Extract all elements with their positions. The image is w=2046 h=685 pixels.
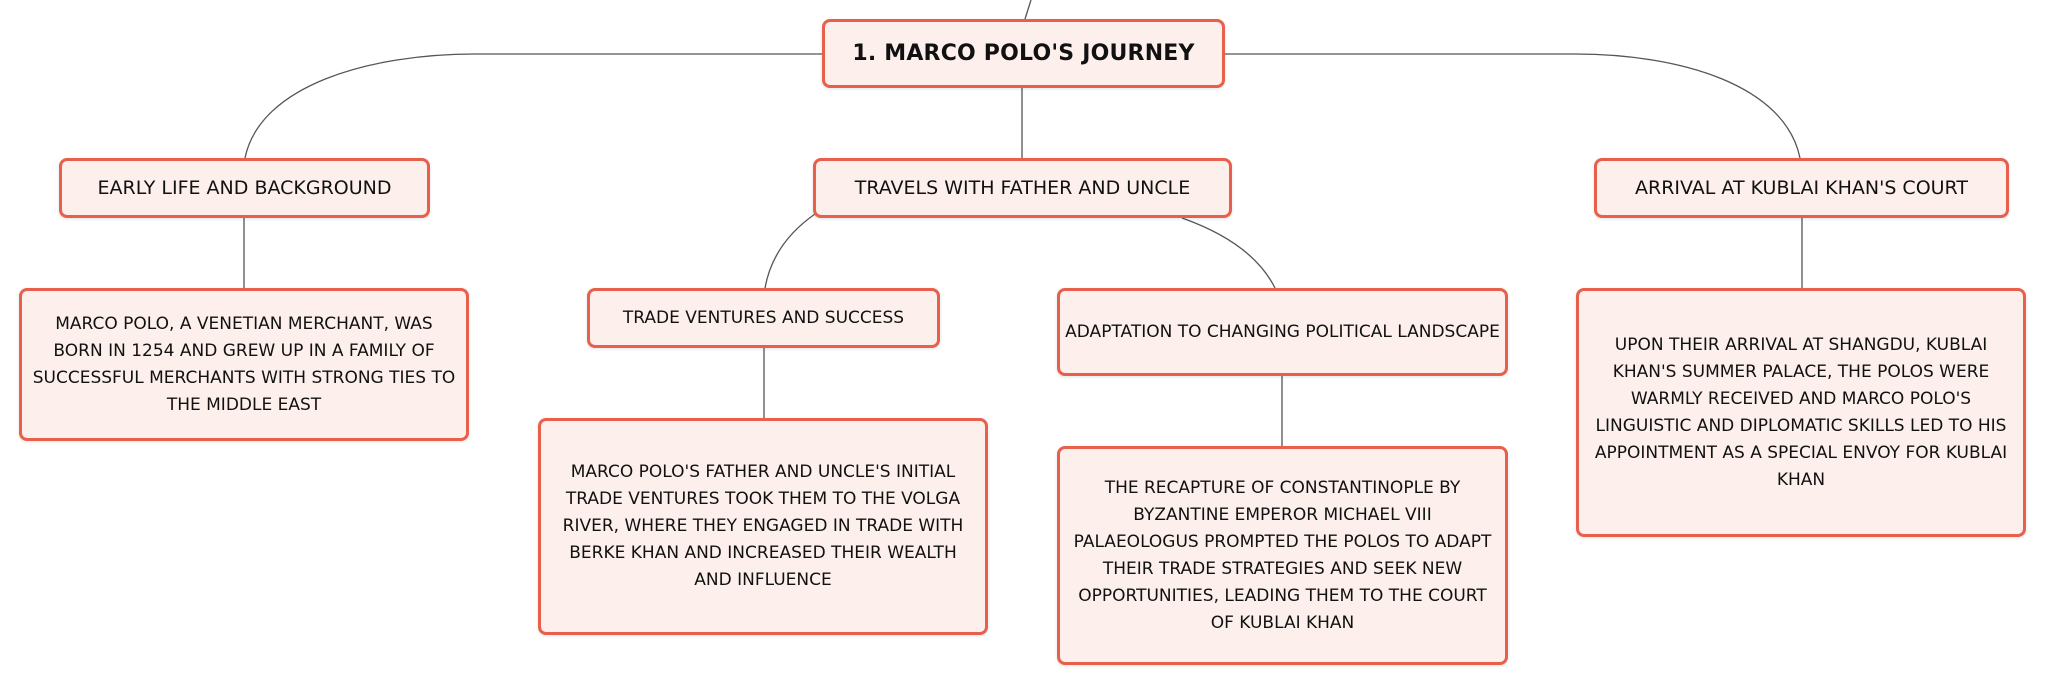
detail-early-life[interactable]: MARCO POLO, A VENETIAN MERCHANT, WAS BOR… — [19, 288, 469, 441]
detail-adaptation[interactable]: THE RECAPTURE OF CONSTANTINOPLE BY BYZAN… — [1057, 446, 1508, 665]
detail-early-life-text: MARCO POLO, A VENETIAN MERCHANT, WAS BOR… — [32, 313, 456, 415]
connector-parent-to-root — [1024, 0, 1032, 20]
topic-arrival[interactable]: ARRIVAL AT KUBLAI KHAN'S COURT — [1594, 158, 2009, 218]
connector-root-to-arrival — [1224, 53, 1801, 159]
detail-trade[interactable]: MARCO POLO'S FATHER AND UNCLE'S INITIAL … — [538, 418, 988, 635]
detail-arrival-text: UPON THEIR ARRIVAL AT SHANGDU, KUBLAI KH… — [1594, 334, 2008, 490]
topic-early-life-label: EARLY LIFE AND BACKGROUND — [97, 177, 392, 199]
subtopic-adaptation-label: ADAPTATION TO CHANGING POLITICAL LANDSCA… — [1065, 322, 1500, 342]
root-node-label: 1. MARCO POLO'S JOURNEY — [852, 41, 1195, 66]
subtopic-trade-label: TRADE VENTURES AND SUCCESS — [622, 308, 905, 328]
subtopic-adaptation[interactable]: ADAPTATION TO CHANGING POLITICAL LANDSCA… — [1057, 288, 1508, 376]
detail-trade-text: MARCO POLO'S FATHER AND UNCLE'S INITIAL … — [562, 462, 964, 590]
connector-travels-to-adaptation — [1181, 217, 1276, 289]
subtopic-trade[interactable]: TRADE VENTURES AND SUCCESS — [587, 288, 940, 348]
topic-early-life[interactable]: EARLY LIFE AND BACKGROUND — [59, 158, 430, 218]
topic-travels-label: TRAVELS WITH FATHER AND UNCLE — [854, 177, 1191, 199]
topic-travels[interactable]: TRAVELS WITH FATHER AND UNCLE — [813, 158, 1232, 218]
topic-arrival-label: ARRIVAL AT KUBLAI KHAN'S COURT — [1635, 177, 1968, 199]
root-node[interactable]: 1. MARCO POLO'S JOURNEY — [822, 19, 1225, 88]
detail-arrival[interactable]: UPON THEIR ARRIVAL AT SHANGDU, KUBLAI KH… — [1576, 288, 2026, 537]
detail-adaptation-text: THE RECAPTURE OF CONSTANTINOPLE BY BYZAN… — [1073, 477, 1492, 633]
connector-travels-to-trade — [764, 213, 816, 289]
connector-root-to-early-life — [244, 53, 822, 159]
